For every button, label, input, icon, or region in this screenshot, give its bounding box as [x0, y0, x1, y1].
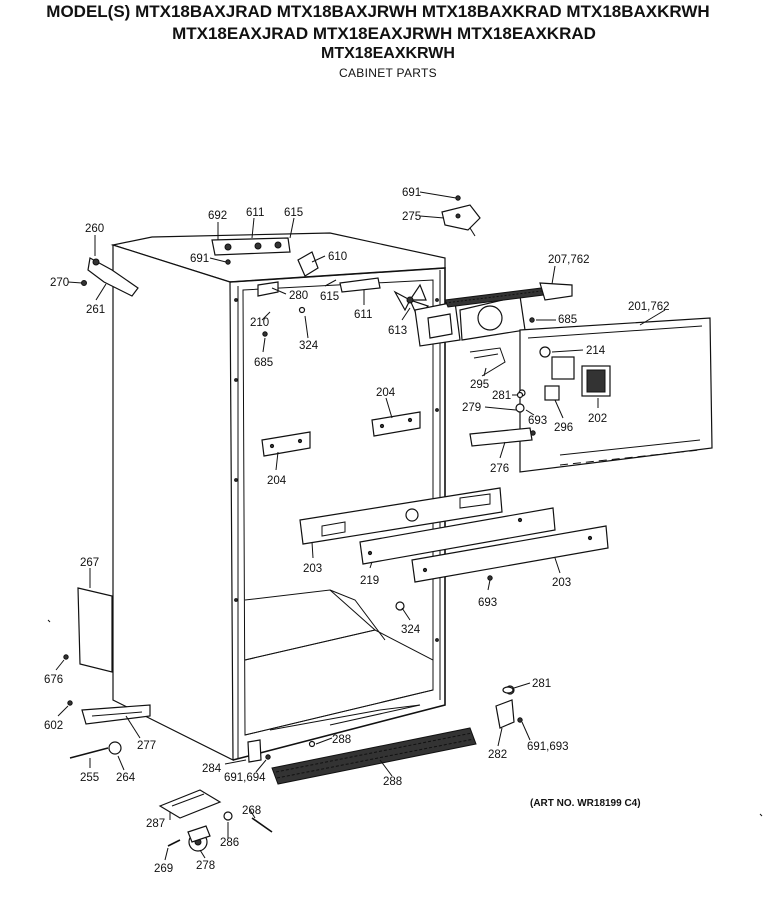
part-label-296: 296 — [554, 422, 573, 434]
part-label-204-left: 204 — [267, 475, 287, 487]
nut-286 — [223, 811, 233, 821]
part-label-324-low: 324 — [401, 624, 421, 636]
part-label-676: 676 — [44, 674, 63, 686]
screws — [63, 195, 536, 760]
art-number: (ART NO. WR18199 C4) — [530, 798, 641, 809]
part-label-692: 692 — [208, 210, 227, 222]
bracket-204-left — [261, 431, 311, 457]
part-label-610: 610 — [328, 251, 347, 263]
part-label-611-top: 611 — [246, 207, 264, 219]
part-label-613: 613 — [388, 325, 407, 337]
cold-control-parts — [211, 237, 381, 297]
part-label-219: 219 — [360, 575, 379, 587]
evaporator-cover-201 — [519, 317, 713, 473]
screw-269 — [167, 839, 181, 847]
part-label-693-low: 693 — [478, 597, 497, 609]
hinge-260 — [87, 257, 139, 297]
part-label-270: 270 — [50, 277, 69, 289]
part-label-691-left: 691 — [190, 253, 209, 265]
part-label-615-top: 615 — [284, 207, 303, 219]
part-label-295: 295 — [470, 379, 489, 391]
part-label-214: 214 — [586, 345, 606, 357]
roller-278 — [187, 825, 211, 852]
part-label-207-762: 207,762 — [548, 254, 590, 266]
leader-lines — [55, 191, 666, 861]
part-label-602: 602 — [44, 720, 63, 732]
grille-288 — [271, 727, 477, 785]
part-label-203-left: 203 — [303, 563, 322, 575]
screw-268 — [251, 817, 273, 833]
model-list-line-1: MODEL(S) MTX18BAXJRAD MTX18BAXJRWH MTX18… — [46, 2, 710, 21]
part-label-282: 282 — [488, 749, 507, 761]
part-label-260: 260 — [85, 223, 104, 235]
part-label-255: 255 — [80, 772, 99, 784]
part-label-281-mid: 281 — [492, 390, 511, 402]
part-label-286: 286 — [220, 837, 239, 849]
part-label-324-top: 324 — [299, 340, 319, 352]
model-list-line-2: MTX18EAXJRAD MTX18EAXJRWH MTX18EAXKRAD — [172, 24, 596, 43]
part-label-288-b: 288 — [383, 776, 402, 788]
bracket-204-right — [371, 411, 421, 437]
part-label-204-right: 204 — [376, 387, 396, 399]
top-hinge-275 — [441, 204, 481, 237]
part-label-281-low: 281 — [532, 678, 551, 690]
part-label-685-left: 685 — [254, 357, 273, 369]
defrost-heater-207 — [444, 282, 573, 308]
part-number-labels: 691 275 692 611 615 260 691 610 207,762 … — [44, 187, 670, 875]
part-label-275: 275 — [402, 211, 421, 223]
rail-277 — [81, 704, 151, 725]
model-list-line-3: MTX18EAXKRWH — [321, 45, 455, 62]
part-label-284: 284 — [202, 763, 222, 775]
part-label-287: 287 — [146, 818, 165, 830]
part-label-267: 267 — [80, 557, 99, 569]
part-label-203-right: 203 — [552, 577, 571, 589]
part-label-269: 269 — [154, 863, 173, 875]
part-label-276: 276 — [490, 463, 509, 475]
panel-267 — [77, 587, 113, 673]
part-label-288-a: 288 — [332, 734, 351, 746]
part-label-278: 278 — [196, 860, 215, 872]
mullion-219 — [359, 507, 556, 565]
part-label-201-762: 201,762 — [628, 301, 670, 313]
stray-mark — [47, 619, 51, 623]
bracket-284 — [247, 739, 262, 763]
roller-bracket-287 — [158, 789, 222, 819]
cabinet-body — [110, 232, 446, 761]
part-label-691-top: 691 — [402, 187, 421, 199]
part-label-264: 264 — [116, 772, 136, 784]
part-label-691-694: 691,694 — [224, 772, 266, 784]
axle-255-roller-264 — [69, 741, 122, 759]
part-label-261: 261 — [86, 304, 105, 316]
stray-mark — [759, 813, 763, 817]
part-label-611-mid: 611 — [354, 309, 372, 321]
part-label-693-mid: 693 — [528, 415, 547, 427]
part-label-210: 210 — [250, 317, 269, 329]
part-label-691-693: 691,693 — [527, 741, 569, 753]
part-label-615-mid: 615 — [320, 291, 339, 303]
part-label-685-right: 685 — [558, 314, 577, 326]
part-label-268: 268 — [242, 805, 261, 817]
part-label-280: 280 — [289, 290, 308, 302]
part-label-277: 277 — [137, 740, 156, 752]
part-label-202: 202 — [588, 413, 607, 425]
section-title: CABINET PARTS — [339, 66, 437, 80]
mullion-203-upper — [299, 487, 503, 545]
part-label-279: 279 — [462, 402, 481, 414]
mullion-203-lower — [411, 525, 609, 583]
